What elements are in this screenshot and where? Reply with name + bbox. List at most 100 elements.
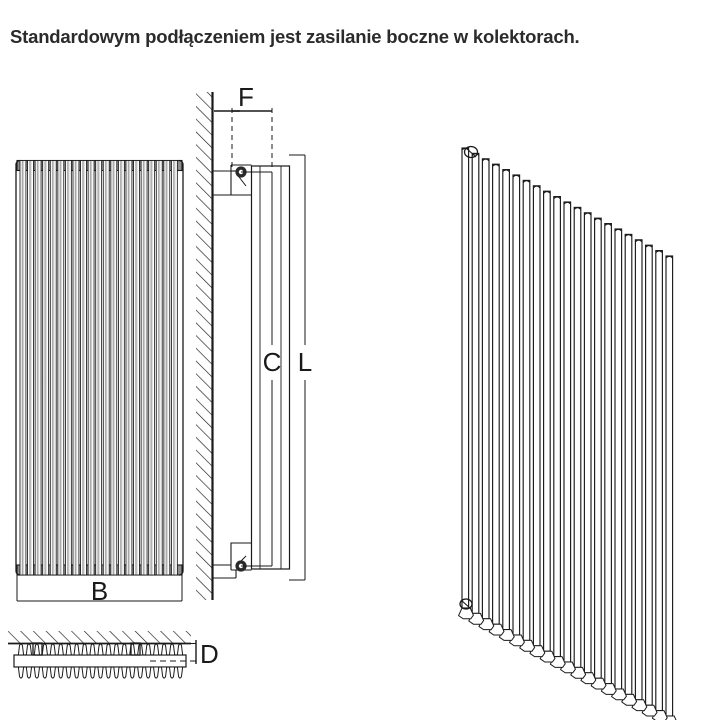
front-tube	[72, 160, 80, 576]
horizontal-section-detail: D	[8, 631, 219, 679]
dimension-c: C	[241, 171, 282, 567]
front-tube	[102, 160, 110, 576]
dimension-label-f: F	[238, 82, 254, 112]
section-tube-profile	[49, 643, 56, 656]
side-radiator-body	[250, 165, 291, 570]
isometric-tube-cap	[614, 228, 623, 232]
section-tube-profile	[57, 666, 64, 679]
isometric-tube-cap	[655, 250, 663, 254]
section-tube-profile	[25, 643, 33, 656]
section-tube-profile	[121, 643, 128, 656]
isometric-tube	[492, 163, 500, 625]
page-title: Standardowym podłączeniem jest zasilanie…	[10, 26, 580, 47]
section-tube-profile	[49, 666, 56, 679]
isometric-tube	[665, 255, 674, 717]
isometric-view	[457, 145, 677, 720]
section-tube-profiles-lower	[17, 666, 184, 679]
isometric-tube-cap	[492, 163, 500, 167]
isometric-tube	[553, 196, 561, 658]
isometric-tube-cap	[512, 174, 521, 178]
section-tube-profile	[160, 643, 168, 656]
section-tube-profile	[33, 666, 41, 679]
dimension-d: D	[150, 639, 219, 669]
section-tube-profile	[113, 666, 120, 679]
front-tube	[171, 160, 178, 576]
isometric-tube	[563, 201, 572, 663]
section-wall-hatching	[8, 631, 191, 645]
section-tube-profile	[152, 666, 160, 679]
isometric-tube	[624, 233, 633, 695]
dimension-label-c: C	[263, 347, 282, 377]
section-tube-profile	[25, 666, 33, 679]
dimension-label-b: B	[91, 576, 108, 606]
isometric-tube	[461, 147, 470, 609]
dimension-l: L	[289, 154, 312, 581]
section-tube-profile	[81, 666, 88, 679]
section-tube-profile	[41, 666, 49, 679]
section-tube-profile	[168, 666, 176, 679]
section-tube-profile	[105, 643, 112, 656]
front-tube	[34, 160, 42, 576]
isometric-tube	[573, 206, 582, 668]
isometric-tube	[634, 239, 643, 701]
front-tube	[133, 160, 140, 576]
isometric-tube	[543, 190, 551, 652]
section-tube-profile	[97, 643, 104, 656]
section-tube-profile	[137, 666, 144, 679]
section-tube-profile	[17, 666, 25, 679]
front-elevation-view: B	[15, 159, 184, 606]
section-tube-profile	[152, 643, 160, 656]
side-section-view: F	[196, 82, 312, 600]
section-tube-profile	[113, 643, 120, 656]
section-tube-profile	[81, 643, 88, 656]
dimension-label-l: L	[298, 347, 312, 377]
side-top-connection	[213, 164, 252, 196]
side-bottom-connection	[213, 542, 252, 579]
isometric-tube-cap	[594, 217, 602, 221]
isometric-tube-bank	[461, 147, 674, 717]
isometric-tube	[604, 223, 612, 685]
isometric-tube-cap	[634, 239, 643, 243]
dimension-label-d: D	[200, 639, 219, 669]
front-tube	[110, 160, 118, 576]
isometric-tube-cap	[532, 185, 541, 189]
section-tube-profile	[145, 666, 152, 679]
isometric-tube-cap	[563, 201, 572, 205]
section-tube-profile	[168, 643, 176, 656]
section-tube-profile	[145, 643, 152, 656]
section-tube-profile	[89, 643, 96, 656]
section-tube-profile	[89, 666, 96, 679]
front-tube	[19, 160, 27, 576]
isometric-tube-cap	[502, 169, 510, 173]
front-tube	[155, 160, 163, 576]
isometric-bottom-valve	[459, 598, 473, 610]
front-tube	[118, 160, 125, 576]
front-tube	[163, 160, 171, 576]
wall-hatching	[196, 92, 214, 600]
isometric-tube-cap	[624, 234, 633, 237]
section-tube-profile	[121, 666, 128, 679]
section-tube-profile	[41, 643, 49, 656]
isometric-tube-cap	[573, 207, 582, 210]
front-tube	[148, 160, 156, 576]
isometric-tube-cap	[665, 255, 674, 259]
front-tube	[27, 160, 34, 576]
isometric-tube	[522, 179, 531, 641]
isometric-tube	[481, 158, 490, 620]
isometric-tube	[645, 244, 653, 706]
isometric-tube-cap	[522, 180, 531, 183]
section-tube-profile	[73, 643, 80, 656]
isometric-tube	[471, 152, 480, 614]
front-tube	[49, 160, 57, 576]
section-tube-profile	[97, 666, 104, 679]
section-tube-profile	[33, 643, 41, 656]
front-tube	[42, 160, 50, 576]
front-tube-bank	[19, 160, 178, 576]
section-tube-profile	[176, 643, 184, 656]
section-tube-profile	[17, 643, 25, 656]
section-tube-profile	[160, 666, 168, 679]
front-tube	[87, 160, 95, 576]
isometric-bottom-ends	[457, 607, 677, 720]
